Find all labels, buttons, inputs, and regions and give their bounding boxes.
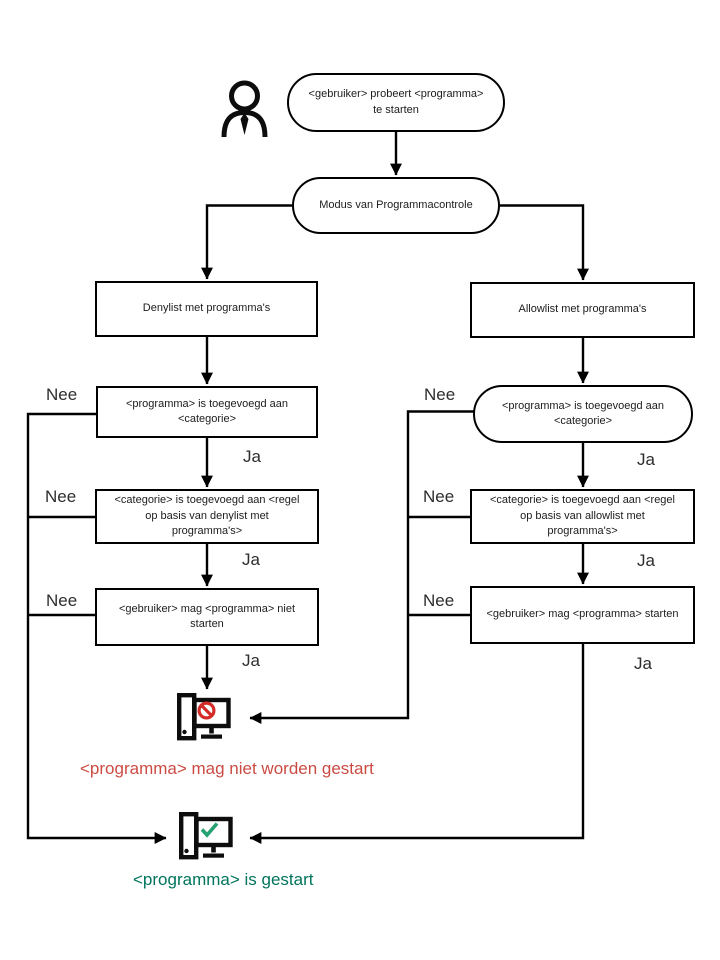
branch-nee-denylist-verdict: Nee xyxy=(46,591,78,610)
node-denylist-user-verdict-label: <gebruiker> mag <programma> niet starten xyxy=(118,602,296,630)
monitor-stand xyxy=(209,726,214,734)
edge-allowlist-verdict-ja-to-started xyxy=(249,644,585,844)
node-allowlist-category-check-label: <programma> is toegevoegd aan <categorie… xyxy=(501,399,665,427)
node-denylist-user-verdict: <gebruiker> mag <programma> niet starten xyxy=(95,588,319,646)
node-denylist-category-check-label: <programma> is toegevoegd aan <categorie… xyxy=(125,397,289,425)
edge-denylist-nee-rail-to-started xyxy=(26,412,167,844)
branch-nee-denylist-category: Nee xyxy=(46,385,78,404)
user-icon xyxy=(221,80,268,138)
check-mark xyxy=(200,822,219,838)
node-mode-label: Modus van Programmacontrole xyxy=(319,198,473,211)
branch-nee-allowlist-rule: Nee xyxy=(423,487,455,506)
node-start: <gebruiker> probeert <programma> te star… xyxy=(287,73,505,132)
node-denylist: Denylist met programma's xyxy=(95,281,318,337)
computer-blocked-icon xyxy=(177,693,231,741)
tower-power-dot xyxy=(184,848,189,854)
node-allowlist-rule-check: <categorie> is toegevoegd aan <regel op … xyxy=(470,489,695,544)
prohibition-circle xyxy=(197,701,216,720)
computer-tower xyxy=(177,693,197,741)
edge-mode-to-allowlist xyxy=(500,204,589,281)
computer-tower xyxy=(179,812,199,860)
computer-started-icon xyxy=(179,812,233,860)
edge-allowlist-nee-rail-to-blocked xyxy=(249,410,474,724)
node-start-label: <gebruiker> probeert <programma> te star… xyxy=(308,88,484,116)
node-allowlist-rule-check-label: <categorie> is toegevoegd aan <regel op … xyxy=(489,494,675,538)
branch-nee-denylist-rule: Nee xyxy=(45,487,77,506)
node-denylist-rule-check: <categorie> is toegevoegd aan <regel op … xyxy=(95,489,319,544)
branch-ja-denylist-rule: Ja xyxy=(242,550,260,569)
node-allowlist-user-verdict: <gebruiker> mag <programma> starten xyxy=(470,586,695,644)
prohibition-slash xyxy=(200,704,213,717)
node-mode: Modus van Programmacontrole xyxy=(292,177,500,234)
branch-ja-allowlist-rule: Ja xyxy=(637,551,655,570)
node-allowlist-category-check: <programma> is toegevoegd aan <categorie… xyxy=(473,385,693,443)
branch-nee-allowlist-category: Nee xyxy=(424,385,456,404)
branch-ja-allowlist-category: Ja xyxy=(637,450,655,469)
node-allowlist-label: Allowlist met programma's xyxy=(518,303,647,316)
node-allowlist-user-verdict-label: <gebruiker> mag <programma> starten xyxy=(486,608,679,621)
monitor-base xyxy=(203,853,224,858)
edge-mode-to-denylist xyxy=(201,204,292,280)
branch-nee-allowlist-verdict: Nee xyxy=(423,591,455,610)
monitor-base xyxy=(201,734,222,739)
node-allowlist: Allowlist met programma's xyxy=(470,282,695,338)
outcome-blocked-label: <programma> mag niet worden gestart xyxy=(80,759,374,778)
monitor-stand xyxy=(211,845,216,853)
branch-ja-denylist-category: Ja xyxy=(243,447,261,466)
node-denylist-category-check: <programma> is toegevoegd aan <categorie… xyxy=(96,386,318,438)
tower-power-dot xyxy=(182,729,187,735)
branch-ja-denylist-verdict: Ja xyxy=(242,651,260,670)
outcome-started-label: <programma> is gestart xyxy=(133,870,314,889)
branch-ja-allowlist-verdict: Ja xyxy=(634,654,652,673)
node-denylist-label: Denylist met programma's xyxy=(142,302,271,315)
computer-monitor xyxy=(194,816,233,848)
node-denylist-rule-check-label: <categorie> is toegevoegd aan <regel op … xyxy=(114,494,300,538)
